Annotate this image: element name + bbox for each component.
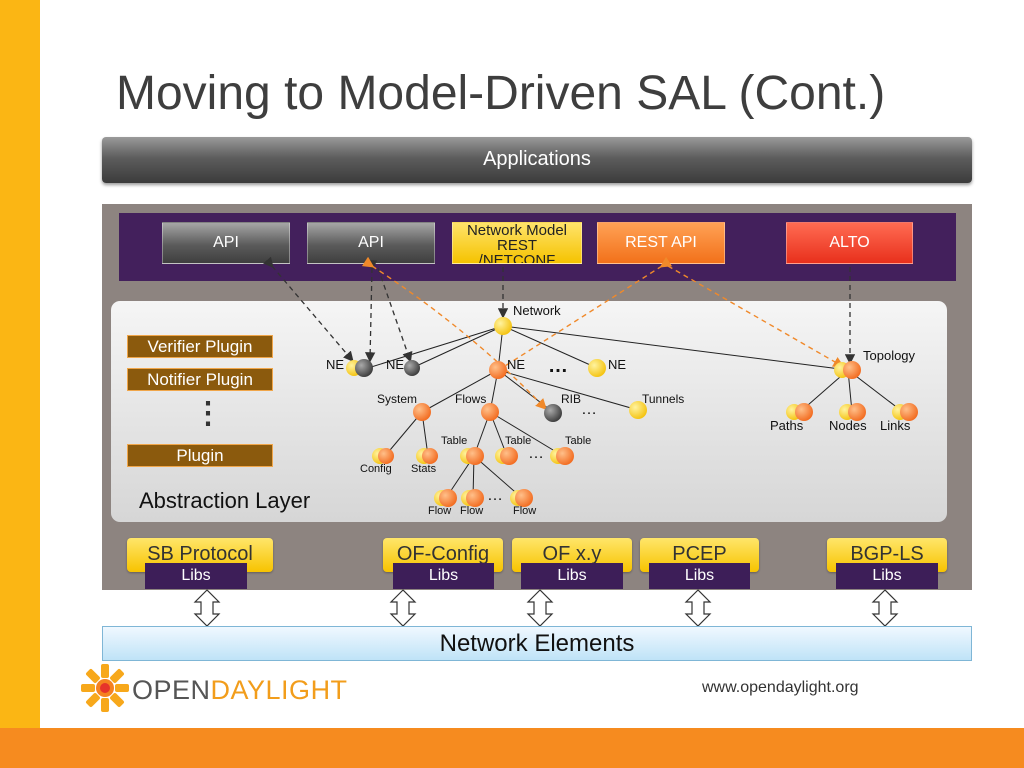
slide-title: Moving to Model-Driven SAL (Cont.) (116, 67, 886, 120)
logo-daylight-text: DAYLIGHT (210, 675, 348, 705)
flows-node (481, 403, 499, 421)
links-label: Links (880, 418, 911, 433)
plugin-ellipsis: ⋮ (193, 397, 223, 430)
logo-open-text: OPEN (132, 675, 211, 705)
network-node (494, 317, 512, 335)
network-label: Network (513, 303, 561, 318)
bidirectional-arrow-icon (684, 589, 712, 627)
network-elements-bar: Network Elements (102, 626, 972, 661)
rib-node (544, 404, 562, 422)
libs-of-xy: Libs (521, 563, 623, 589)
opendaylight-logo-icon (81, 664, 129, 712)
flow-label-1: Flow (428, 505, 451, 517)
bidirectional-arrow-icon (526, 589, 554, 627)
paths-label: Paths (770, 418, 804, 433)
website-url: www.opendaylight.org (702, 679, 859, 696)
ne-label-2: NE (386, 357, 404, 372)
abstraction-layer-label: Abstraction Layer (139, 488, 311, 513)
flow-label-2: Flow (460, 505, 483, 517)
ne-label-1: NE (326, 357, 344, 372)
black-dashed-arrows (262, 256, 856, 365)
paths-node (795, 403, 813, 421)
ne-node-4 (588, 359, 606, 377)
system-node (413, 403, 431, 421)
ne-node-2 (404, 360, 420, 376)
network-model-line-1: Network Model (466, 222, 568, 239)
flow-node-2 (466, 489, 484, 507)
tree-nodes (346, 317, 918, 507)
ne-label-3: NE (507, 357, 525, 372)
nodes-node (848, 403, 866, 421)
table-node-2 (500, 447, 518, 465)
applications-bar: Applications (102, 137, 972, 183)
config-label: Config (360, 463, 392, 475)
stats-node (422, 448, 438, 464)
links-node (900, 403, 918, 421)
libs-of-config: Libs (393, 563, 494, 589)
orange-dashed-arrows (361, 256, 845, 411)
rib-ellipsis: … (581, 401, 597, 418)
notifier-plugin: Notifier Plugin (127, 368, 273, 391)
flow-label-3: Flow (513, 505, 536, 517)
ne-node-1 (355, 359, 373, 377)
flows-label: Flows (455, 392, 486, 406)
nodes-label: Nodes (829, 418, 867, 433)
stats-label: Stats (411, 463, 437, 475)
api-box-1: API (162, 222, 290, 264)
flow-node-1 (439, 489, 457, 507)
bottom-accent-bar (0, 728, 1024, 768)
config-node (378, 448, 394, 464)
ne-label-4: NE (608, 357, 626, 372)
left-accent-bar (0, 0, 40, 768)
sb-protocol-box: SB Protocol (127, 538, 273, 572)
topology-label: Topology (863, 348, 916, 363)
network-model-line-2: REST (496, 237, 537, 254)
table-node-3 (556, 447, 574, 465)
flow-node-3 (515, 489, 533, 507)
table-ellipsis: … (528, 445, 544, 462)
rest-api-box: REST API (597, 222, 725, 264)
alto-box: ALTO (786, 222, 913, 264)
southbound-arrows (193, 589, 899, 627)
opendaylight-logo-text: OPENDAYLIGHT (132, 675, 348, 706)
rib-label: RIB (561, 392, 581, 406)
table-node-1 (466, 447, 484, 465)
libs-pcep: Libs (649, 563, 750, 589)
bidirectional-arrow-icon (871, 589, 899, 627)
bidirectional-arrow-icon (193, 589, 221, 627)
bidirectional-arrow-icon (389, 589, 417, 627)
table-label-3: Table (565, 435, 591, 447)
table-label-1: Table (441, 435, 467, 447)
libs-bgp-ls: Libs (836, 563, 938, 589)
tunnels-node (629, 401, 647, 419)
ne-ellipsis: … (548, 355, 568, 377)
tunnels-label: Tunnels (642, 392, 684, 406)
flow-ellipsis: … (487, 487, 503, 504)
generic-plugin: Plugin (127, 444, 273, 467)
system-label: System (377, 392, 417, 406)
ne-node-3 (489, 361, 507, 379)
verifier-plugin: Verifier Plugin (127, 335, 273, 358)
table-label-2: Table (505, 435, 531, 447)
libs-sb-protocol: Libs (145, 563, 247, 589)
tree-labels: Network NE NE NE … NE Topology System Fl… (326, 303, 916, 517)
topology-node (843, 361, 861, 379)
